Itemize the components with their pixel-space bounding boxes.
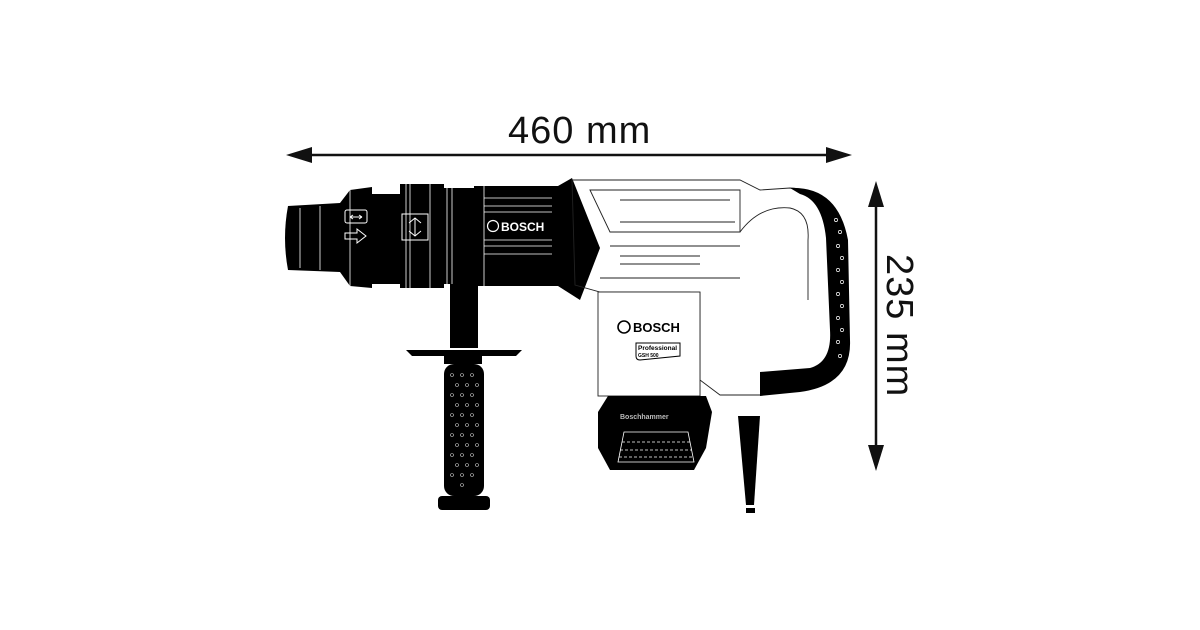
bosch-logo-icon: [617, 320, 631, 334]
power-cable: [738, 416, 760, 513]
barrel: BOSCH: [474, 178, 600, 300]
lower-body: BOSCH Professional GSH 500: [597, 291, 701, 397]
bottom-housing: Boschhammer: [598, 396, 712, 470]
height-dimension-arrow: [868, 181, 884, 471]
width-dimension-arrow: [286, 147, 852, 163]
tool-chuck: [285, 184, 474, 288]
professional-badge-text: Professional: [638, 345, 677, 352]
housing-text: Boschhammer: [620, 414, 669, 421]
rear-handle-grip: [760, 187, 851, 396]
barrel-brand-text: BOSCH: [501, 220, 544, 234]
body-brand-text: BOSCH: [633, 320, 680, 335]
bosch-logo-icon: [486, 219, 500, 233]
width-dimension-label: 460 mm: [508, 110, 652, 152]
model-text: GSH 500: [638, 353, 659, 359]
side-handle: [406, 284, 522, 510]
